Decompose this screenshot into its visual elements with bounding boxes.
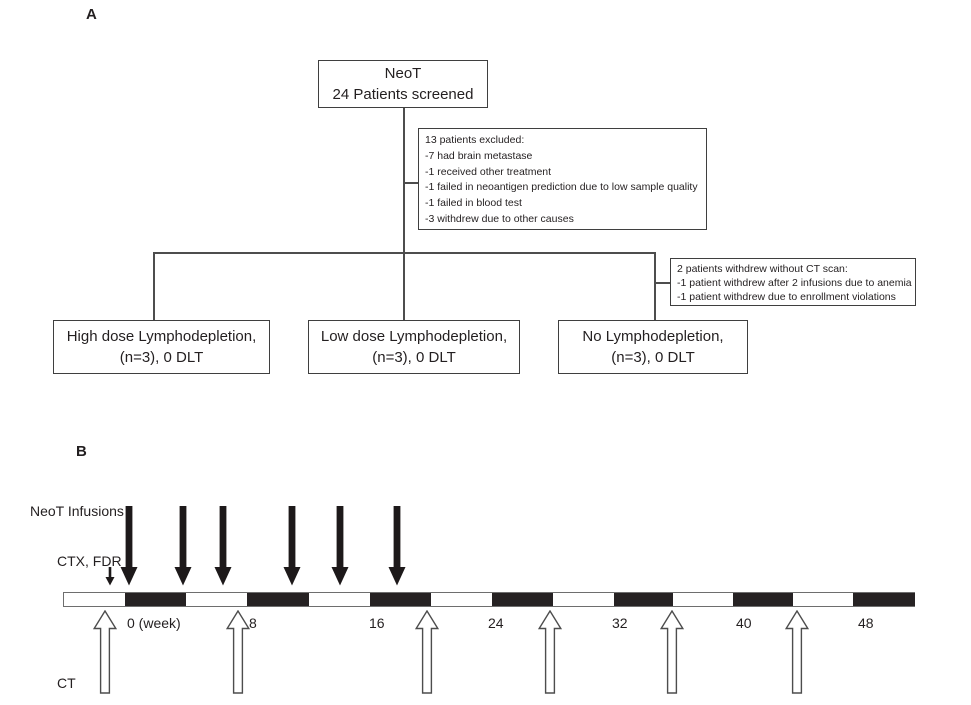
week-label: 48 [858,615,874,631]
note-line: 13 patients excluded: [425,134,525,146]
infusion-down-arrow-icon [214,506,232,586]
note-line: -1 failed in neoantigen prediction due t… [425,181,698,194]
connector-branch-horizontal [153,252,655,254]
ct-row-label: CT [57,675,76,691]
connector-exclusion-horizontal [404,182,419,184]
arm-box-high-dose-line1: High dose Lymphodepletion, [66,328,257,345]
week-label: 32 [612,615,628,631]
ct-scan-up-arrow-icon [414,609,440,694]
ctx-fdr-down-arrow-icon [105,567,115,586]
note-line: -3 withdrew due to other causes [425,212,574,225]
timeline-black-segment [247,593,309,606]
ct-scan-up-arrow-icon [537,609,563,694]
timeline-black-segment [853,593,915,606]
note-line: -1 received other treatment [425,165,552,178]
connector-arm-left-vertical [153,252,155,320]
infusion-down-arrow-icon [174,506,192,586]
arm-box-no-lympho-line2: (n=3), 0 DLT [611,349,695,366]
connector-arm-right-vertical [654,252,656,320]
infusions-row-label: NeoT Infusions [30,503,124,519]
infusion-down-arrow-icon [120,506,138,586]
week-label: 0 (week) [127,615,181,631]
arm-box-low-dose-line2: (n=3), 0 DLT [372,349,456,366]
screening-box: NeoT 24 Patients screened [318,60,488,108]
timeline-black-segment [614,593,673,606]
connector-main-vertical [403,107,405,320]
timeline-black-segment [370,593,431,606]
timeline-black-segment [733,593,793,606]
connector-withdrawal-horizontal [655,282,671,284]
timeline-black-segment [492,593,553,606]
ct-scan-up-arrow-icon [225,609,251,694]
screening-box-line1: NeoT [384,65,422,82]
ct-scan-up-arrow-icon [92,609,118,694]
arm-box-high-dose-line2: (n=3), 0 DLT [119,349,204,366]
arm-box-low-dose: Low dose Lymphodepletion, (n=3), 0 DLT [308,320,520,374]
ctx-fdr-row-label: CTX, FDR [57,553,122,569]
ct-scan-up-arrow-icon [784,609,810,694]
note-line: -1 patient withdrew due to enrollment vi… [677,291,896,303]
timeline-bar [63,592,915,607]
infusion-down-arrow-icon [331,506,349,586]
infusion-down-arrow-icon [388,506,406,586]
arm-box-no-lympho-line1: No Lymphodepletion, [582,328,724,345]
timeline-black-segment [125,593,186,606]
week-label: 16 [369,615,385,631]
note-line: -1 failed in blood test [425,197,522,210]
week-label: 24 [488,615,504,631]
withdrawal-note: 2 patients withdrew without CT scan: -1 p… [670,258,916,306]
arm-box-low-dose-line1: Low dose Lymphodepletion, [320,328,508,345]
infusion-down-arrow-icon [283,506,301,586]
note-line: -1 patient withdrew after 2 infusions du… [677,277,912,289]
exclusion-note: 13 patients excluded: -7 had brain metast… [418,128,707,230]
arm-box-high-dose: High dose Lymphodepletion, (n=3), 0 DLT [53,320,270,374]
week-label: 8 [249,615,257,631]
ct-scan-up-arrow-icon [659,609,685,694]
note-line: 2 patients withdrew without CT scan: [677,263,848,275]
screening-box-line2: 24 Patients screened [332,86,474,103]
arm-box-no-lympho: No Lymphodepletion, (n=3), 0 DLT [558,320,748,374]
week-label: 40 [736,615,752,631]
panel-b-label: B [76,443,87,460]
panel-a-label: A [86,6,97,23]
note-line: -7 had brain metastase [425,149,533,162]
